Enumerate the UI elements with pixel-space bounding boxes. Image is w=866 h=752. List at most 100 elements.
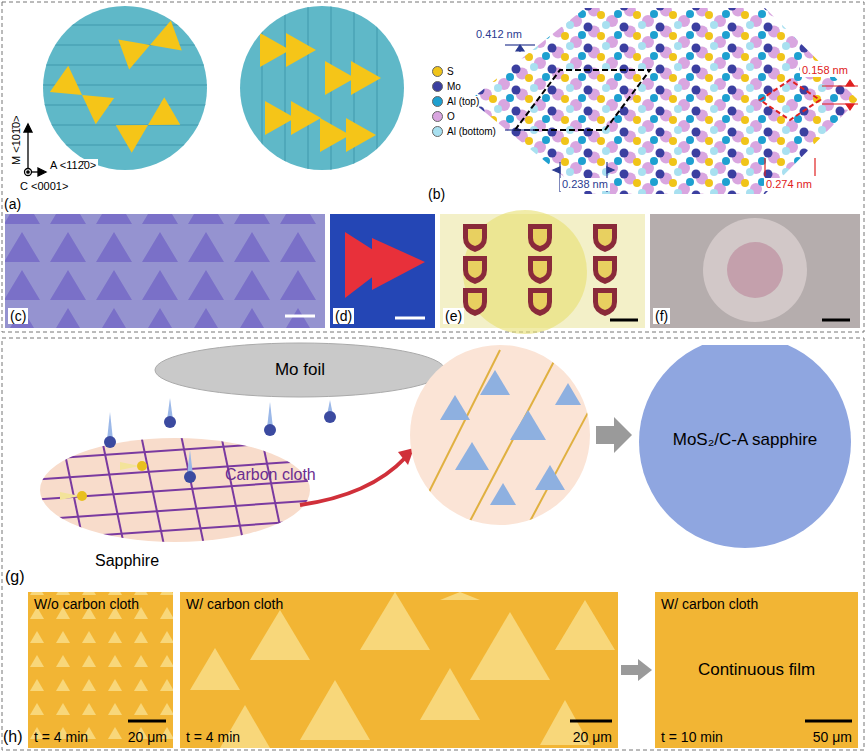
photo-e-part xyxy=(463,224,487,252)
wafer-illustration-a-part-part xyxy=(118,20,182,69)
figure-label: (b) xyxy=(428,186,445,202)
micrograph-d-part xyxy=(372,238,425,290)
wafer-illustration-a-part-part xyxy=(284,0,286,175)
legend-row: S xyxy=(432,66,454,78)
figure-label: 0.238 nm xyxy=(560,178,610,191)
lattice-illustration-b-part xyxy=(760,80,820,120)
figure-label: (a) xyxy=(4,196,21,212)
micrographs-h-part xyxy=(180,592,618,748)
growth-schematic-g-part xyxy=(639,345,851,548)
legend-row: O xyxy=(432,111,455,123)
lattice-illustration-b-part xyxy=(553,167,614,173)
growth-schematic-g-part-part xyxy=(77,491,87,501)
growth-schematic-g-part-part xyxy=(60,430,85,550)
wafer-illustration-a-part xyxy=(24,124,46,176)
wafer-illustration-a-part-part xyxy=(325,61,381,95)
growth-schematic-g-part-part xyxy=(107,412,113,440)
wafer-illustration-a-part-part xyxy=(27,171,29,173)
lattice-illustration-b-part-part xyxy=(505,129,535,130)
node-text: W/ carbon cloth xyxy=(186,596,283,612)
wafer-illustration-a-part-part xyxy=(40,144,210,146)
growth-schematic-g xyxy=(30,336,851,550)
photo-f-part xyxy=(822,319,850,322)
growth-schematic-g-part-part xyxy=(555,383,581,405)
micrograph-panel: W/ carbon clotht = 4 min20 μm xyxy=(180,592,618,748)
lattice-illustration-b-part-part xyxy=(846,104,854,110)
growth-schematic-g-part xyxy=(420,350,600,540)
micrograph-panel: W/o carbon clotht = 4 min20 μm xyxy=(28,592,173,748)
figure-label: 0.158 nm xyxy=(800,64,850,77)
wafer-illustration-a-part-part xyxy=(265,101,321,135)
figure-label: C <0001> xyxy=(20,180,68,193)
growth-schematic-g-part xyxy=(596,417,632,453)
node-text: W/ carbon cloth xyxy=(661,596,758,612)
legend-swatch xyxy=(432,66,443,77)
wafer-illustration-a-part-part xyxy=(320,118,376,152)
wafer-illustration-a-part-part xyxy=(376,0,378,175)
micrographs-h-part-part xyxy=(190,648,240,690)
micrographs-h-part xyxy=(805,720,852,723)
growth-schematic-g-part-part xyxy=(490,483,516,505)
figure-label: M <101̄0> xyxy=(10,115,23,165)
micrographs-h-part-part xyxy=(360,592,430,650)
photo-f xyxy=(650,214,860,328)
photo-f-part xyxy=(703,218,807,322)
growth-schematic-g-part-part xyxy=(30,520,320,540)
micrograph-c-part xyxy=(5,214,325,328)
legend-row: Mo xyxy=(432,81,461,93)
legend-swatch xyxy=(432,81,443,92)
lattice-illustration-b-part-part xyxy=(553,167,560,173)
growth-schematic-g-part-part xyxy=(455,442,489,470)
growth-schematic-g-part-part xyxy=(104,436,116,448)
growth-schematic-g-part-part xyxy=(460,350,560,540)
micrograph-panel: W/ carbon clothContinuous filmt = 10 min… xyxy=(655,592,858,748)
wafer-illustration-a-part-part xyxy=(40,104,210,106)
wafer-illustration-a-part-part xyxy=(40,24,210,26)
figure-label: 0.274 nm xyxy=(764,178,814,191)
growth-schematic-g-part xyxy=(30,430,320,550)
arrow-shaft xyxy=(621,665,638,675)
node-text: t = 4 min xyxy=(34,729,88,745)
micrographs-h-part-part xyxy=(470,612,550,680)
micrograph-d-part xyxy=(330,214,435,328)
wafer-illustration-a-part xyxy=(240,6,404,170)
micrographs-h-part-part xyxy=(250,610,310,660)
figure-label: (f) xyxy=(653,308,670,324)
growth-schematic-g-part-part xyxy=(260,430,285,550)
micrographs-h-part-part xyxy=(300,680,370,740)
wafer-illustration-a-part-part xyxy=(50,66,114,124)
lattice-illustration-b-part xyxy=(470,8,860,194)
growth-schematic-g-part-part xyxy=(220,430,245,550)
photo-e-part xyxy=(610,319,638,322)
photo-e-part xyxy=(528,288,552,316)
legend-swatch xyxy=(432,111,443,122)
figure-label: A <112̄0> xyxy=(48,159,98,172)
legend-text: S xyxy=(447,66,454,78)
lattice-illustration-b-part xyxy=(765,80,858,176)
figure-label: (c) xyxy=(8,308,28,324)
growth-schematic-g-part-part xyxy=(520,390,600,540)
arrow-head xyxy=(638,659,652,681)
wafer-illustration-a-part xyxy=(260,33,381,152)
growth-schematic-g-part-part xyxy=(100,430,125,550)
figure-label: Sapphire xyxy=(95,552,159,570)
panel-frames-part xyxy=(2,2,864,332)
legend-swatch xyxy=(432,96,443,107)
photo-f-part xyxy=(727,242,783,298)
node-text: 20 μm xyxy=(128,729,167,745)
photo-e-part xyxy=(440,214,645,328)
node-text: 50 μm xyxy=(813,729,852,745)
growth-schematic-g-part-part xyxy=(510,410,546,440)
growth-schematic-g-part-part xyxy=(440,395,470,420)
growth-schematic-g-part-part xyxy=(180,430,205,550)
micrographs-h-part-part xyxy=(555,600,615,650)
wafer-illustration-a-part-part xyxy=(260,33,316,67)
micrographs-h-part xyxy=(655,592,858,748)
node-text: Continuous film xyxy=(655,660,858,680)
micrographs-h-part-part xyxy=(420,668,480,720)
lattice-illustration-b-part-part xyxy=(607,167,614,173)
node-text: Mo foil xyxy=(155,360,445,380)
micrographs-h-part-part xyxy=(440,592,480,600)
figure-label: (g) xyxy=(5,568,25,586)
